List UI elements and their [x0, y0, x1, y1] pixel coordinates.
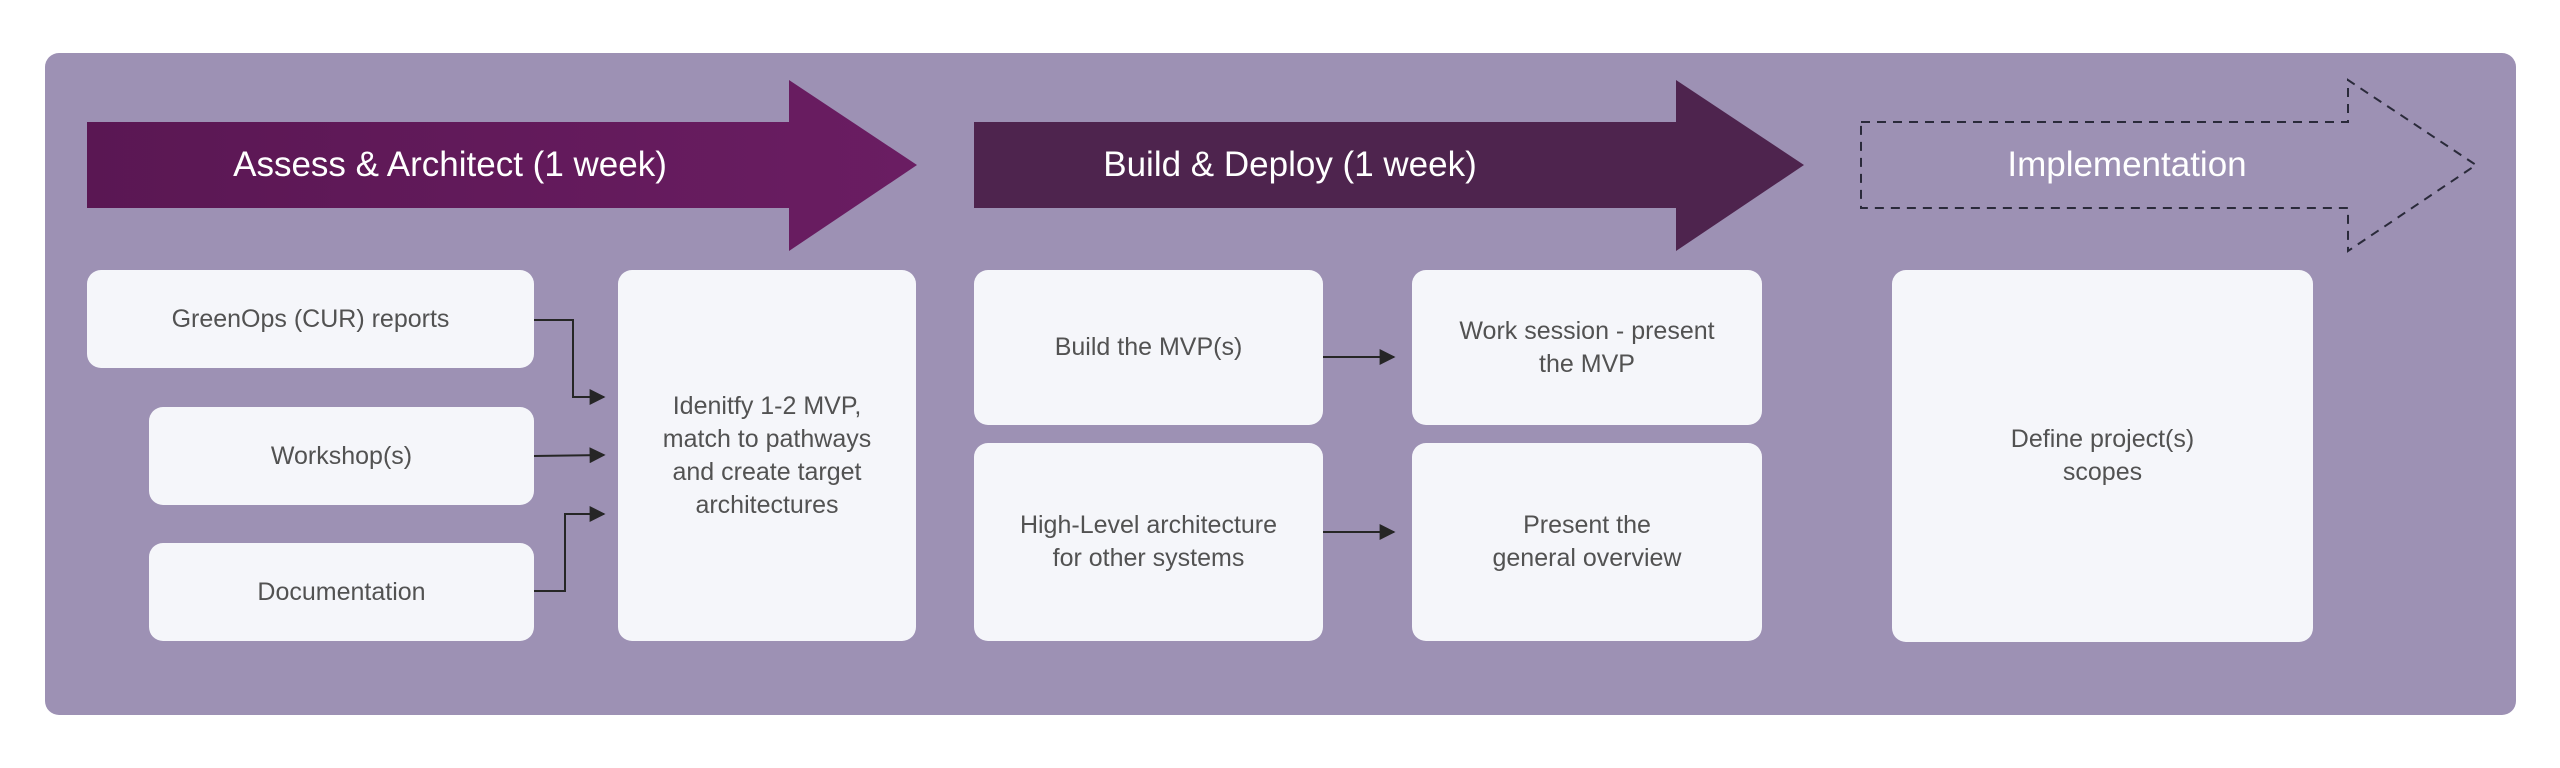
build-mvp-box: Build the MVP(s)	[974, 270, 1323, 425]
phase-title-implementation: Implementation	[2007, 145, 2247, 184]
high-level-architecture-box: High-Level architecture for other system…	[974, 443, 1323, 641]
input-workshops: Workshop(s)	[149, 407, 534, 505]
output-identify-mvp: Idenitfy 1-2 MVP, match to pathways and …	[618, 270, 916, 641]
work-session-box: Work session - present the MVP	[1412, 270, 1762, 425]
input-documentation: Documentation	[149, 543, 534, 641]
phase-title-build: Build & Deploy (1 week)	[1103, 145, 1477, 184]
input-greenops-reports: GreenOps (CUR) reports	[87, 270, 534, 368]
present-overview-box: Present the general overview	[1412, 443, 1762, 641]
phase-title-assess: Assess & Architect (1 week)	[233, 145, 667, 184]
define-scopes-box: Define project(s) scopes	[1892, 270, 2313, 642]
